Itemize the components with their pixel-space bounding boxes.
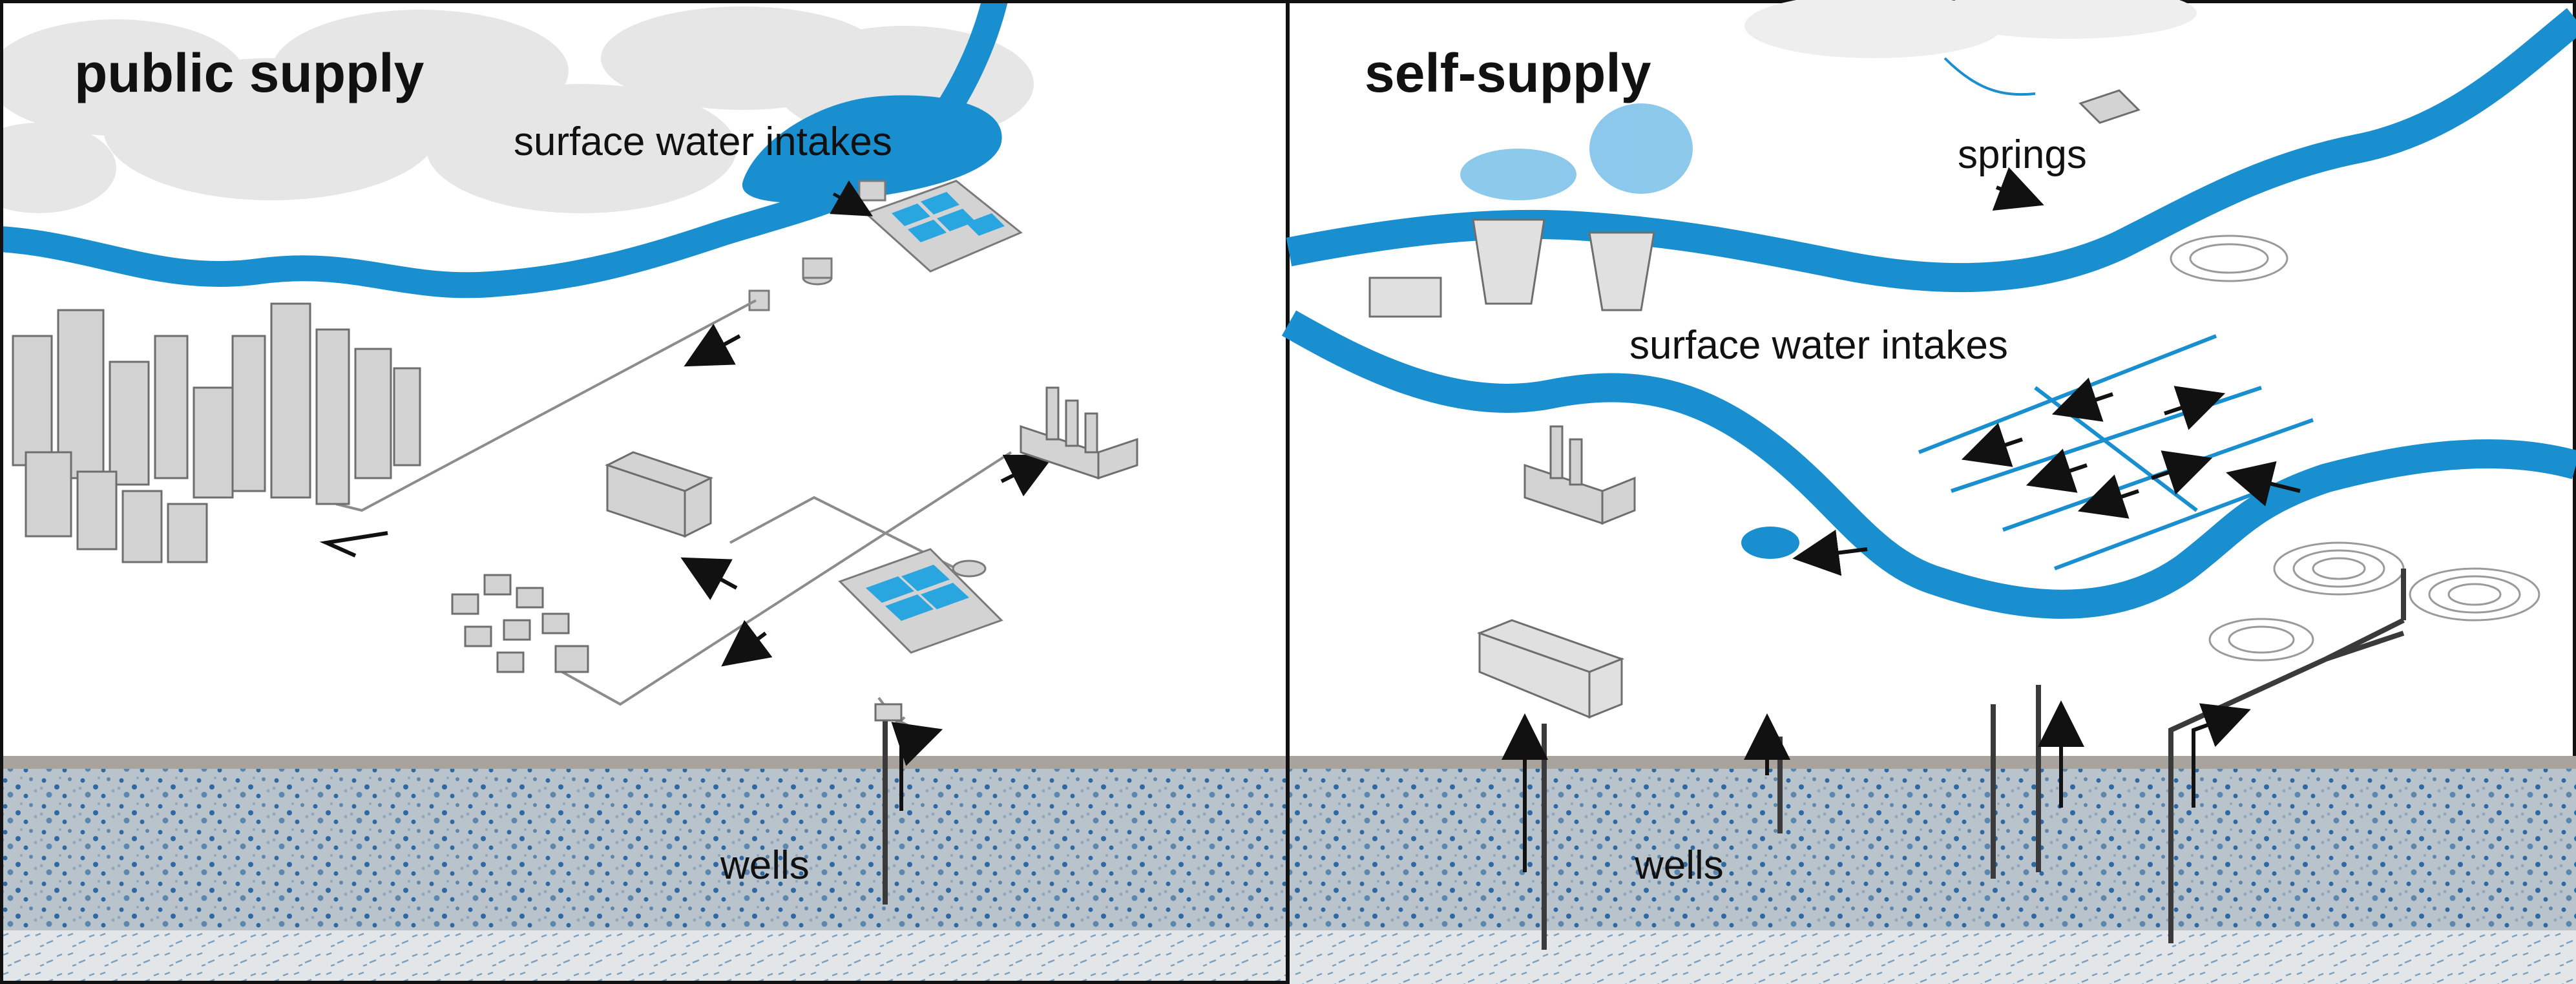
well (874, 703, 943, 905)
suburban-houses (451, 574, 589, 673)
river-lower (1281, 310, 2576, 619)
ground-surface (1290, 756, 2576, 770)
aquifer (0, 769, 1286, 930)
wells-label: wells (1634, 843, 1724, 888)
cloud-cover (1744, 0, 2197, 58)
spring-stream (1943, 57, 2036, 96)
wells-label: wells (720, 843, 810, 888)
city-buildings (12, 302, 421, 563)
springs-label: springs (1958, 132, 2087, 177)
flow-arrows (319, 324, 1055, 667)
wells (1542, 569, 2406, 950)
surface-water-intakes-label: surface water intakes (1629, 323, 2008, 368)
reservoir (742, 95, 1002, 203)
power-plant (1368, 218, 1655, 318)
lower-layer (0, 930, 1286, 984)
office-building (605, 451, 713, 538)
lower-layer (1290, 930, 2576, 984)
self-supply-panel: self-supply springs surface water intake… (1281, 0, 2576, 984)
spring-house (2079, 89, 2141, 124)
panel-title: self-supply (1365, 43, 1651, 103)
panel-title: public supply (74, 43, 424, 103)
distribution-pipes (335, 299, 1012, 731)
center-pivot-fields (2170, 235, 2540, 662)
public-supply-panel: public supply surface water intakes well… (0, 0, 1286, 984)
well-arrows (1502, 700, 2251, 872)
farm-pond (1741, 527, 1799, 559)
factory (1020, 386, 1138, 480)
intake-arrow (830, 180, 874, 216)
factory (1524, 425, 1636, 525)
warehouse (1476, 619, 1625, 719)
irrigation-canals (1918, 334, 2314, 571)
aquifer (1290, 769, 2576, 930)
flow-arrows (1792, 167, 2301, 576)
treatment-plant-2 (838, 548, 1003, 654)
ground-surface (0, 756, 1286, 770)
steam-plumes (1460, 103, 1693, 200)
surface-water-intakes-label: surface water intakes (514, 120, 892, 164)
